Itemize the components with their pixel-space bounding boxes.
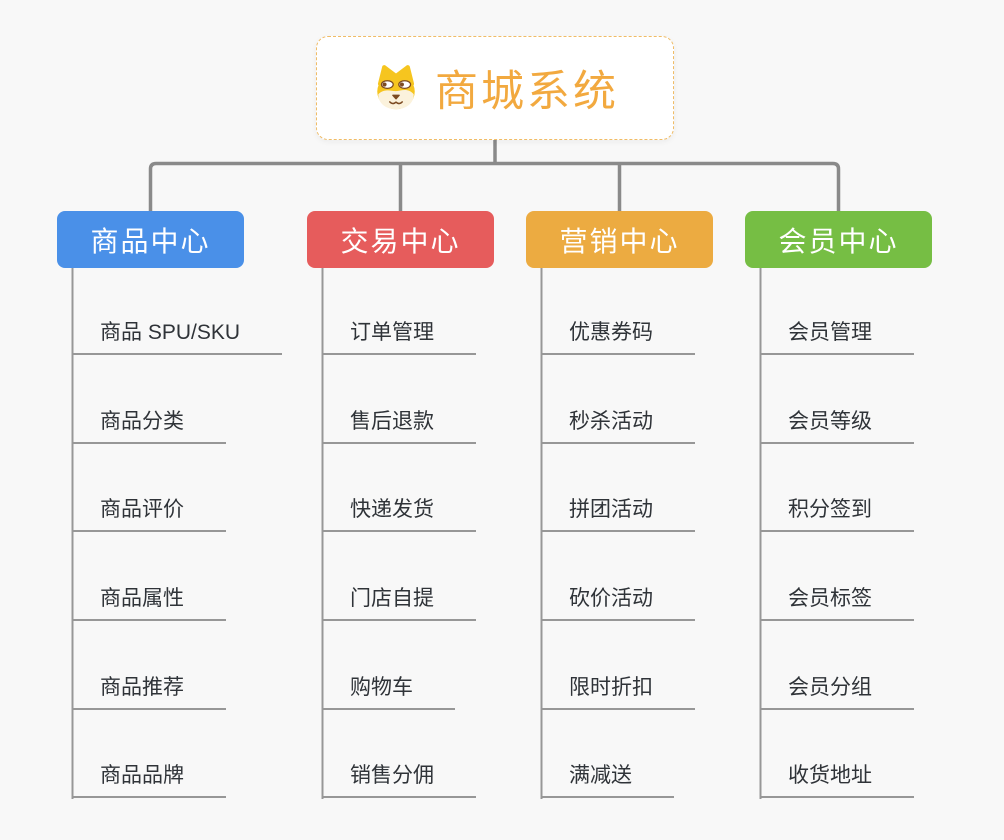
leaf-node[interactable]: 商品品牌: [72, 763, 226, 798]
leaf-node[interactable]: 门店自提: [322, 586, 476, 621]
leaf-node[interactable]: 拼团活动: [541, 497, 695, 532]
trunk-connectors: [148, 140, 841, 211]
leaf-node[interactable]: 订单管理: [322, 320, 476, 355]
branch-node-trade-center[interactable]: 交易中心: [307, 211, 494, 268]
root-node[interactable]: 商城系统: [316, 36, 674, 140]
leaf-node[interactable]: 购物车: [322, 675, 455, 710]
leaf-node[interactable]: 会员分组: [760, 675, 914, 710]
leaf-node[interactable]: 商品评价: [72, 497, 226, 532]
leaf-node[interactable]: 限时折扣: [541, 675, 695, 710]
shiba-dog-icon: [371, 63, 421, 113]
leaf-node[interactable]: 优惠券码: [541, 320, 695, 355]
leaf-node[interactable]: 商品分类: [72, 409, 226, 444]
leaf-node[interactable]: 商品推荐: [72, 675, 226, 710]
leaf-node[interactable]: 会员等级: [760, 409, 914, 444]
branch-node-marketing-center[interactable]: 营销中心: [526, 211, 713, 268]
leaf-node[interactable]: 销售分佣: [322, 763, 476, 798]
leaf-node[interactable]: 商品 SPU/SKU: [72, 320, 283, 355]
leaf-node[interactable]: 商品属性: [72, 586, 226, 621]
leaf-node[interactable]: 满减送: [541, 763, 674, 798]
leaf-node[interactable]: 售后退款: [322, 409, 476, 444]
leaf-node[interactable]: 秒杀活动: [541, 409, 695, 444]
leaf-node[interactable]: 会员标签: [760, 586, 914, 621]
leaf-node[interactable]: 快递发货: [322, 497, 476, 532]
root-node-title: 商城系统: [435, 68, 619, 116]
leaf-node[interactable]: 会员管理: [760, 320, 914, 355]
leaf-node[interactable]: 砍价活动: [541, 586, 695, 621]
leaf-node[interactable]: 积分签到: [760, 497, 914, 532]
branch-node-product-center[interactable]: 商品中心: [57, 211, 244, 268]
leaf-node[interactable]: 收货地址: [760, 763, 914, 798]
branch-node-member-center[interactable]: 会员中心: [745, 211, 932, 268]
